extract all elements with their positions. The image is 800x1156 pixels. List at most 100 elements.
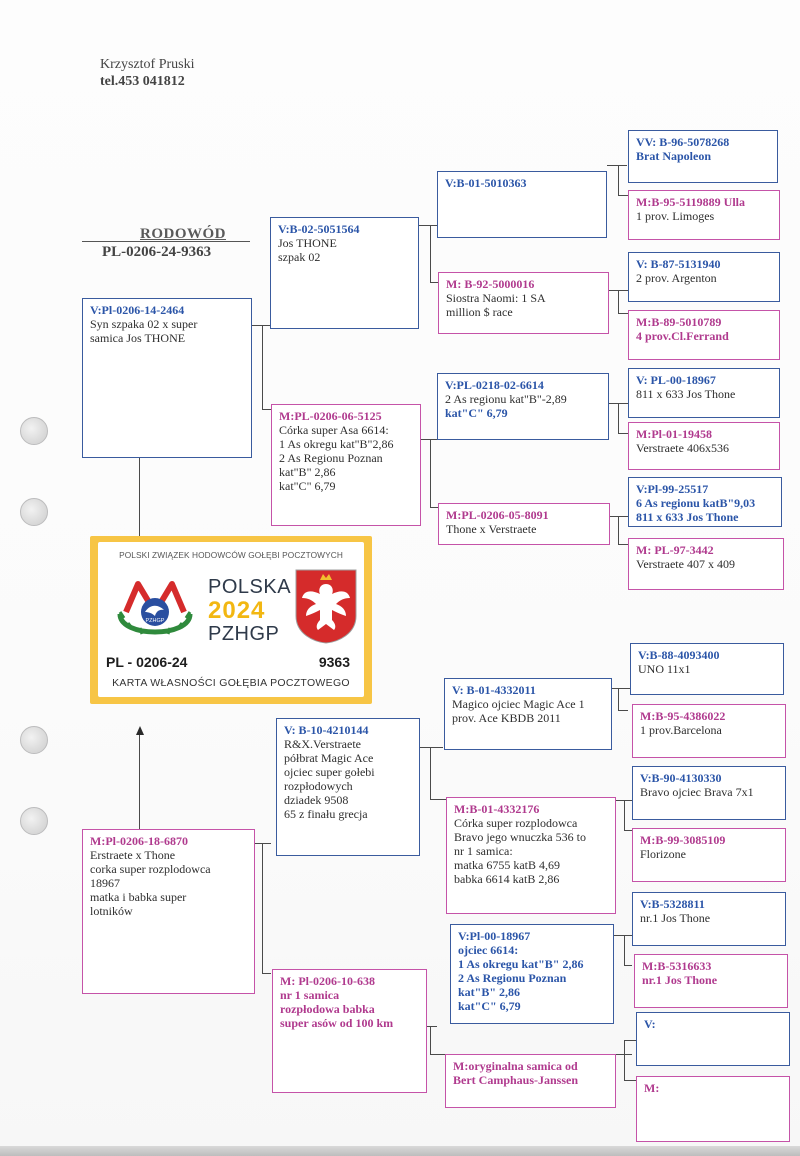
pedigree-box-father: V:Pl-0206-14-2464 Syn szpaka 02 x super … xyxy=(82,298,252,458)
description-line: 811 x 633 Jos Thone xyxy=(636,510,739,524)
pedigree-box-fff: V:B-01-5010363 xyxy=(437,171,607,238)
pedigree-box-g4-14: M:B-5316633 nr.1 Jos Thone xyxy=(634,954,788,1008)
polish-eagle-icon xyxy=(295,569,357,644)
description-line: R&X.Verstraete xyxy=(284,737,361,751)
pedigree-box-mff: V: B-01-4332011 Magico ojciec Magic Ace … xyxy=(444,678,612,750)
card-ring-prefix: PL - 0206-24 xyxy=(106,654,188,670)
description-line: szpak 02 xyxy=(278,250,321,264)
connector-line xyxy=(612,688,630,689)
connector-line xyxy=(618,516,619,544)
pedigree-box-fmf: V:PL-0218-02-6614 2 As regionu kat"B"-2,… xyxy=(437,373,609,440)
pedigree-box-g4-12: M:B-99-3085109 Florizone xyxy=(632,828,786,882)
connector-line xyxy=(624,965,632,966)
connector-line xyxy=(262,843,263,973)
description-line: samica Jos THONE xyxy=(90,331,186,345)
ring-number: M:Pl-0206-18-6870 xyxy=(90,834,188,848)
ring-number: M: PL-97-3442 xyxy=(636,543,714,557)
pedigree-box-g4-10: M:B-95-4386022 1 prov.Barcelona xyxy=(632,704,786,758)
pedigree-box-mother: M:Pl-0206-18-6870 Erstraete x Thone cork… xyxy=(82,829,255,994)
connector-line xyxy=(624,1040,636,1041)
connector-line xyxy=(252,325,270,326)
connector-line xyxy=(618,403,619,433)
description-line: Magico ojciec Magic Ace 1 xyxy=(452,697,585,711)
ring-number: V:Pl-00-18967 xyxy=(458,929,531,943)
card-year: 2024 xyxy=(208,597,266,624)
ring-number: M:B-99-3085109 xyxy=(640,833,726,847)
ownership-card: POLSKI ZWIĄZEK HODOWCÓW GOŁĘBI POCZTOWYC… xyxy=(90,536,372,704)
connector-line xyxy=(262,325,263,409)
ring-number: M:B-95-4386022 xyxy=(640,709,726,723)
connector-line xyxy=(430,282,438,283)
connector-line xyxy=(419,225,437,226)
description-line: super asów od 100 km xyxy=(280,1016,394,1030)
connector-line xyxy=(419,1026,437,1027)
description-line: 4 prov.Cl.Ferrand xyxy=(636,329,729,343)
ring-number: M: Pl-0206-10-638 xyxy=(280,974,375,988)
ring-number: V:B-01-5010363 xyxy=(445,176,527,190)
description-line: 1 As okregu kat"B"2,86 xyxy=(279,437,394,451)
description-line: nr.1 Jos Thone xyxy=(642,973,718,987)
card-org: PZHGP xyxy=(208,623,280,645)
connector-line xyxy=(430,1054,445,1055)
connector-line xyxy=(419,747,443,748)
description-line: Jos THONE xyxy=(278,236,337,250)
connector-line xyxy=(618,433,628,434)
pedigree-box-mmm: M:oryginalna samica od Bert Camphaus-Jan… xyxy=(445,1054,616,1108)
description-line: million $ race xyxy=(446,305,513,319)
pedigree-box-g4-7: V:Pl-99-25517 6 As regionu katB"9,03 811… xyxy=(628,477,782,527)
owner-phone: tel.453 041812 xyxy=(100,74,185,89)
sheet-bottom-edge xyxy=(0,1146,800,1156)
card-footer: KARTA WŁASNOŚCI GOŁĘBIA POCZTOWEGO xyxy=(112,677,350,689)
ring-number: V: B-10-4210144 xyxy=(284,723,369,737)
connector-line xyxy=(607,165,627,166)
description-line: ojciec 6614: xyxy=(458,943,519,957)
ownership-card-inner: POLSKI ZWIĄZEK HODOWCÓW GOŁĘBI POCZTOWYC… xyxy=(98,542,364,697)
description-line: Verstraete 406x536 xyxy=(636,441,729,455)
connector-line xyxy=(430,439,431,507)
pedigree-box-g4-11: V:B-90-4130330 Bravo ojciec Brava 7x1 xyxy=(632,766,786,820)
connector-line xyxy=(624,1080,636,1081)
ring-number: V:B-5328811 xyxy=(640,897,705,911)
owner-block: Krzysztof Pruski tel.453 041812 xyxy=(100,56,195,90)
description-line: Bert Camphaus-Janssen xyxy=(453,1073,579,1087)
pzhgp-logo-icon: PZHGP xyxy=(117,581,193,635)
description-line: Brat Napoleon xyxy=(636,149,711,163)
ring-number: V:Pl-99-25517 xyxy=(636,482,709,496)
connector-line xyxy=(618,313,628,314)
pedigree-box-ffm: M: B-92-5000016 Siostra Naomi: 1 SA mill… xyxy=(438,272,609,334)
description-line: 1 prov. Limoges xyxy=(636,209,715,223)
ring-number: V:PL-0218-02-6614 xyxy=(445,378,544,392)
description-line: kat"B" 2,86 xyxy=(279,465,336,479)
description-line: rozpłodowa babka xyxy=(280,1002,375,1016)
pedigree-box-g4-3: V: B-87-5131940 2 prov. Argenton xyxy=(628,252,780,302)
pedigree-box-g4-6: M:Pl-01-19458 Verstraete 406x536 xyxy=(628,422,780,470)
ring-number: V:B-90-4130330 xyxy=(640,771,722,785)
pedigree-box-g4-5: V: PL-00-18967 811 x 633 Jos Thone xyxy=(628,368,780,418)
description-line: Córka super Asa 6614: xyxy=(279,423,389,437)
ring-number: VV: B-96-5078268 xyxy=(636,135,730,149)
description-line: nr 1 samica: xyxy=(454,844,513,858)
description-line: ojciec super gołebi xyxy=(284,765,375,779)
connector-line xyxy=(618,165,619,195)
ring-number: M:B-5316633 xyxy=(642,959,712,973)
pedigree-box-g4-15: V: xyxy=(636,1012,790,1066)
connector-line xyxy=(618,710,628,711)
description-line: 2 prov. Argenton xyxy=(636,271,717,285)
title-divider xyxy=(82,241,250,242)
description-line: Syn szpaka 02 x super xyxy=(90,317,198,331)
connector-line xyxy=(624,1040,625,1080)
pedigree-box-ff: V:B-02-5051564 Jos THONE szpak 02 xyxy=(270,217,419,329)
description-line: 6 As regionu katB"9,03 xyxy=(636,496,756,510)
ring-number: M:oryginalna samica od xyxy=(453,1059,578,1073)
pedigree-ring-number: PL-0206-24-9363 xyxy=(102,244,212,260)
pedigree-title: RODOWÓD xyxy=(140,226,226,242)
connector-line xyxy=(624,800,625,830)
ring-number: V: xyxy=(644,1017,656,1031)
description-line: dziadek 9508 xyxy=(284,793,349,807)
description-line: nr 1 samica xyxy=(280,988,340,1002)
description-line: Florizone xyxy=(640,847,686,861)
description-line: lotników xyxy=(90,904,133,918)
description-line: półbrat Magic Ace xyxy=(284,751,374,765)
card-association: POLSKI ZWIĄZEK HODOWCÓW GOŁĘBI POCZTOWYC… xyxy=(119,550,343,560)
pedigree-box-mfm: M:B-01-4332176 Córka super rozplodowca B… xyxy=(446,797,616,914)
